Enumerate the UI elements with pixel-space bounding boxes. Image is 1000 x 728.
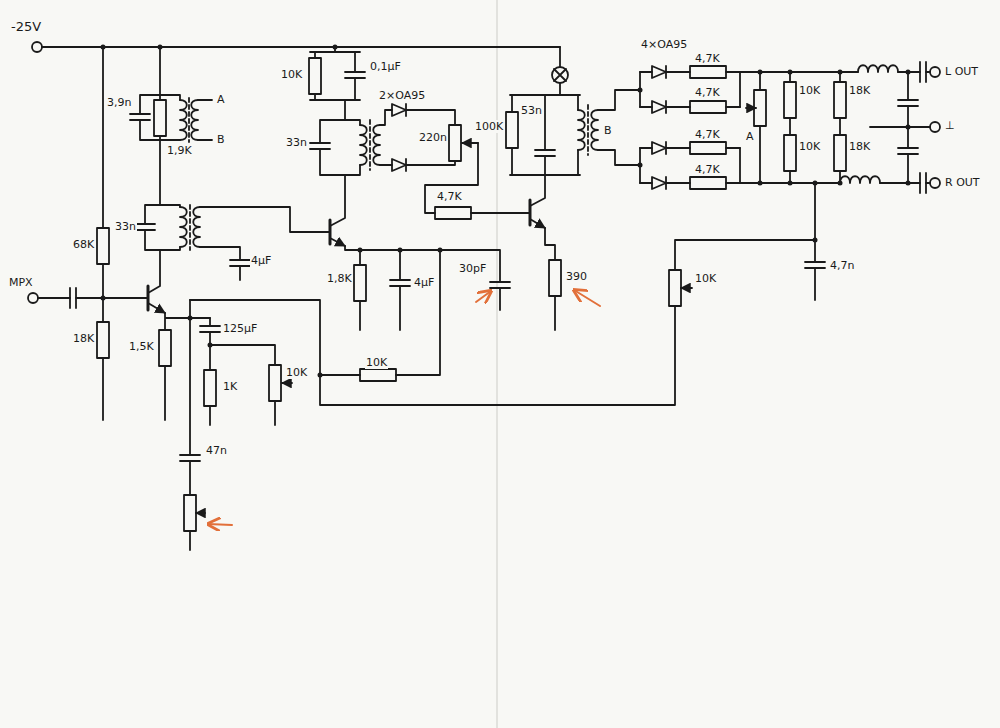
component-label: 4×OA95	[640, 38, 688, 51]
component-label: 18K	[848, 140, 871, 153]
component-label: 10K	[280, 68, 303, 81]
paper-fold	[496, 0, 498, 728]
component-label: 53n	[520, 104, 543, 117]
component-label: 10K	[365, 356, 388, 369]
annotation-arrows	[208, 290, 600, 525]
component-label: 10K	[798, 140, 821, 153]
component-label: 10K	[694, 272, 717, 285]
component-label: 2×OA95	[378, 89, 426, 102]
component-label: 4,7n	[829, 259, 855, 272]
component-label: 68K	[72, 238, 95, 251]
component-label: 125μF	[222, 322, 258, 335]
junction-dots	[101, 45, 911, 378]
component-label: 390	[565, 270, 588, 283]
component-label: R OUT	[944, 176, 981, 189]
component-label: 100K	[474, 120, 504, 133]
component-label: 4,7K	[694, 128, 721, 141]
component-label: L OUT	[944, 65, 979, 78]
component-label: 1,8K	[326, 272, 353, 285]
component-label: 18K	[72, 332, 95, 345]
component-label: 1K	[222, 380, 238, 393]
component-label: 10K	[285, 366, 308, 379]
component-label: MPX	[8, 276, 34, 289]
component-label: 30pF	[458, 262, 487, 275]
component-label: A	[745, 130, 755, 143]
component-label: -25V	[10, 20, 42, 33]
component-label: 0,1μF	[369, 60, 402, 73]
wiring	[28, 42, 940, 550]
component-label: 33n	[114, 220, 137, 233]
component-label: 1,5K	[128, 340, 155, 353]
component-label: 3,9n	[106, 96, 132, 109]
component-label: 47n	[205, 444, 228, 457]
component-label: 33n	[285, 136, 308, 149]
component-label: B	[216, 133, 226, 146]
component-label: 4μF	[250, 254, 272, 267]
component-label: B	[603, 124, 613, 137]
component-label: 10K	[798, 84, 821, 97]
component-label: 1,9K	[166, 144, 193, 157]
component-label: 4μF	[413, 276, 435, 289]
component-label: A	[216, 93, 226, 106]
component-label: 220n	[418, 131, 448, 144]
component-label: 4,7K	[694, 163, 721, 176]
component-label: ⊥	[944, 119, 956, 132]
component-label: 18K	[848, 84, 871, 97]
component-label: 4,7K	[694, 52, 721, 65]
component-label: 4,7K	[436, 190, 463, 203]
component-label: 4,7K	[694, 86, 721, 99]
